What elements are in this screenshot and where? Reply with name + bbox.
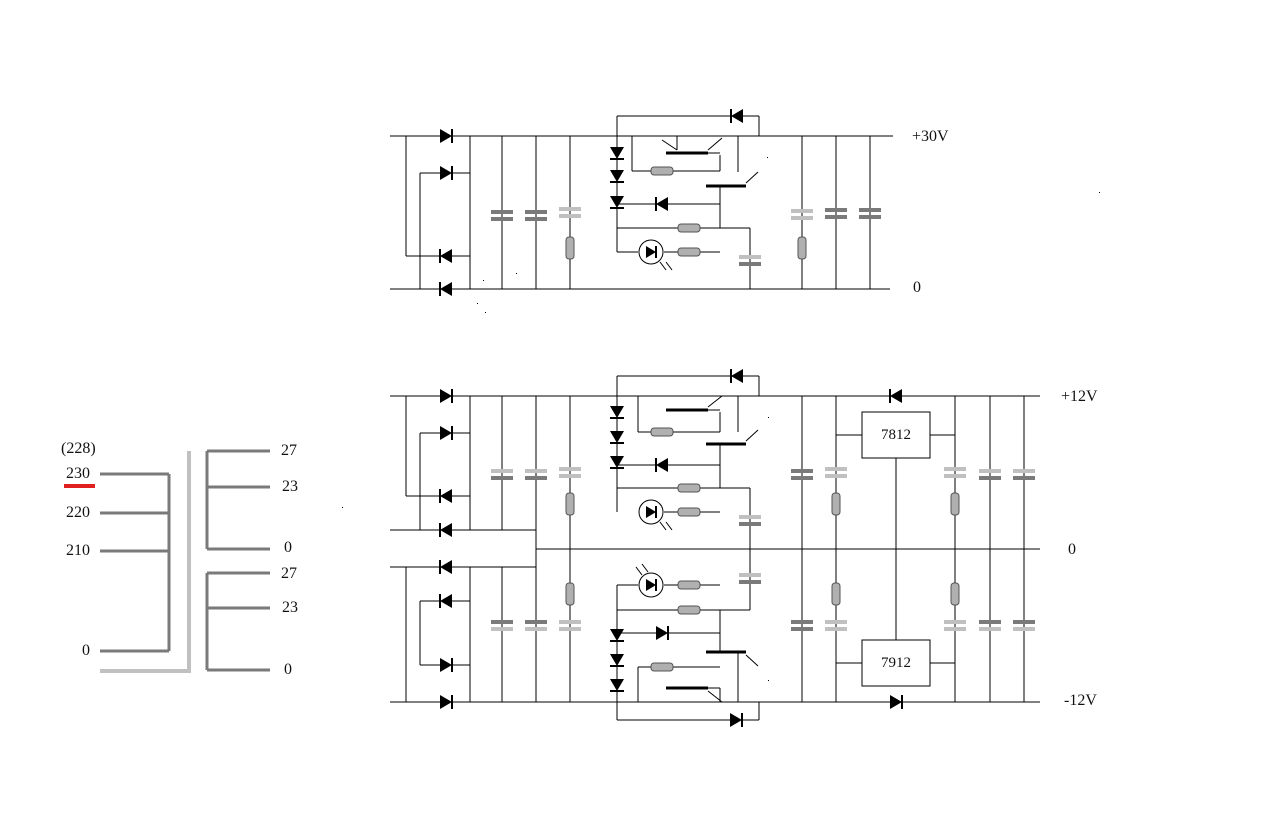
- selected-tap-marker: [64, 484, 95, 488]
- secondary-lower-tap-label: 23: [282, 599, 298, 616]
- wiring: [390, 115, 1040, 721]
- regulator-boxes: [861, 411, 931, 687]
- leds: [635, 239, 673, 598]
- primary-tap-label: 210: [66, 542, 90, 559]
- transistors: [661, 137, 759, 703]
- stray-marks: [342, 157, 1100, 681]
- primary-note-label: (228): [61, 440, 96, 457]
- secondary-upper-tap-label: 27: [281, 442, 297, 459]
- positive-output-label: +12V: [1061, 388, 1098, 405]
- secondary-lower-tap-label: 27: [281, 565, 297, 582]
- transformer: [64, 449, 270, 673]
- top-ground-label: 0: [913, 279, 921, 296]
- rectifier-diodes: [439, 128, 453, 710]
- secondary-lower-tap-label: 0: [284, 661, 292, 678]
- secondary-upper-tap-label: 0: [284, 539, 292, 556]
- regulator-diodes: [609, 108, 903, 728]
- negative-output-label: -12V: [1064, 692, 1097, 709]
- capacitors: [491, 207, 1035, 631]
- primary-tap-label: 220: [66, 504, 90, 521]
- positive-regulator-label: 7812: [881, 427, 911, 443]
- primary-tap-label: 0: [82, 642, 90, 659]
- bottom-ground-label: 0: [1068, 541, 1076, 558]
- top-output-label: +30V: [912, 128, 949, 145]
- primary-tap-label: 230: [66, 465, 90, 482]
- secondary-upper-tap-label: 23: [282, 478, 298, 495]
- negative-regulator-label: 7912: [881, 655, 911, 671]
